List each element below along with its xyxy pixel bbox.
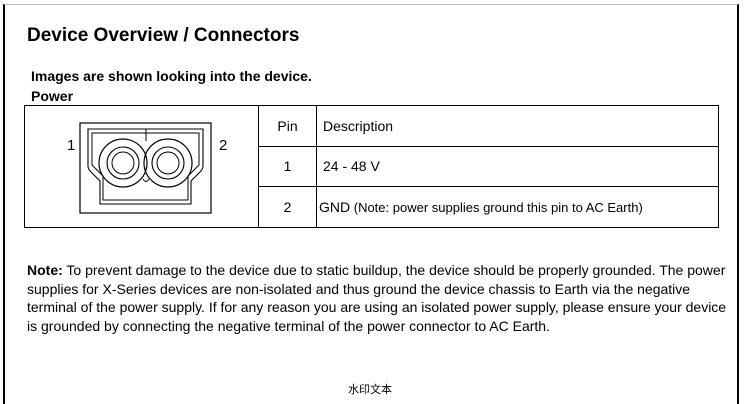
row-2-gnd-note: (Note: power supplies ground this pin to…: [350, 200, 643, 216]
table-row-1-description: 24 - 48 V: [316, 145, 719, 188]
power-pinout-table: 1 2 Pin Description 1 24 - 48 V 2 GND (N…: [24, 105, 719, 228]
section-heading-power: Power: [31, 88, 74, 104]
connector-image-cell: 1 2: [24, 105, 259, 228]
watermark-text: 水印文本: [348, 384, 392, 396]
row-2-gnd: GND: [319, 199, 351, 216]
table-row-1-pin: 1: [258, 145, 317, 188]
header-pin: Pin: [258, 105, 317, 147]
note-label: Note:: [27, 262, 63, 278]
two-pin-terminal-block-icon: 1 2: [67, 122, 227, 214]
table-row-2-pin: 2: [258, 186, 317, 228]
header-description: Description: [316, 105, 719, 147]
page-title: Device Overview / Connectors: [27, 25, 300, 46]
table-row-2-description: GND (Note: power supplies ground this pi…: [316, 186, 719, 228]
pin-2-label: 2: [219, 137, 227, 154]
document-frame: [3, 4, 739, 404]
view-orientation-note: Images are shown looking into the device…: [31, 68, 312, 84]
grounding-note: Note: To prevent damage to the device du…: [27, 261, 727, 335]
pin-1-label: 1: [67, 137, 75, 154]
note-text: To prevent damage to the device due to s…: [27, 262, 727, 334]
row-1-voltage: 24 - 48 V: [323, 158, 380, 175]
